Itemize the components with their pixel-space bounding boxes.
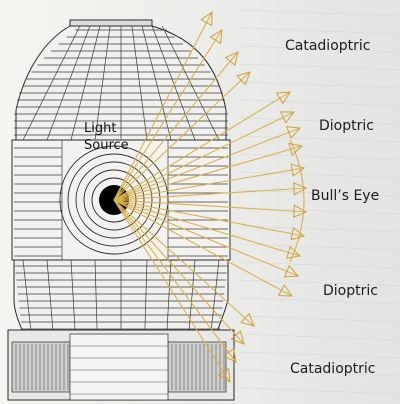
light-ray [113,11,213,201]
paper-line [239,351,400,359]
paper-line [239,261,400,269]
ray-arrowhead [286,245,302,259]
light-ray [113,199,237,363]
paper-line [239,369,400,377]
wavefront-curve [289,139,305,263]
panel-divider [46,259,54,331]
ray-arrowhead [230,330,245,345]
ray-arrowhead [279,111,296,124]
panel-divider [151,25,196,141]
ray-arrowhead [240,312,255,327]
panel-divider [210,259,220,331]
ray-arrowhead [200,11,213,27]
panel-divider [70,259,76,331]
panel-divider [131,25,148,141]
grille-lines [15,344,225,395]
light-ray [113,51,239,201]
panel-divider [22,259,32,331]
paper-line [239,9,400,17]
light-source-line1: Light [84,121,117,136]
ray-arrowhead [290,226,306,241]
ray-arrowheads [200,11,308,383]
light-source-line2: Source [84,138,129,153]
panel-divider [94,259,98,331]
light-ray [113,71,251,201]
paper-line [239,153,400,161]
bulls-eye-rings [59,145,169,255]
ray-arrowhead [283,264,300,278]
light-ray [113,145,303,201]
label-bulls-eye: Bull’s Eye [311,188,380,204]
ray-arrowhead [223,347,237,363]
panel-divider [141,25,172,141]
ray-arrowhead [209,29,223,45]
pedestal-grilles [11,333,227,401]
label-catadioptric-bottom: Catadioptric [290,361,376,377]
light-ray [113,199,245,345]
ray-arrowhead [293,181,308,196]
panel-divider [70,25,101,141]
ray-arrowhead [293,204,308,219]
paper-line [239,117,400,125]
light-ray [113,187,307,201]
ray-arrowhead [275,91,291,105]
ray-arrowhead [288,142,304,156]
label-dioptric-top: Dioptric [319,118,374,134]
panel-divider [166,259,172,331]
light-ray [113,111,295,201]
ray-arrowhead [224,51,239,66]
light-rays [113,11,307,383]
paper-line [239,27,400,35]
panel-divider [94,25,111,141]
light-source-label: Light Source [84,120,144,154]
paper-line [239,135,400,143]
light-ray [113,199,299,277]
ray-arrowhead [217,367,231,383]
light-ray [113,199,293,297]
paper-line [239,297,400,305]
panel-divider [161,25,220,141]
paper-line [239,63,400,71]
light-ray [113,199,301,257]
panel-divider [144,259,148,331]
ray-arrowhead [285,126,302,139]
panel-divider [22,25,81,141]
light-ray [113,167,305,201]
ray-arrowhead [277,284,293,297]
label-catadioptric-top: Catadioptric [285,38,371,54]
paper-line [239,243,400,251]
paper-line [239,279,400,287]
light-ray [113,91,291,201]
paper-line [239,333,400,341]
lens-panel-dividers [22,25,220,331]
panel-divider [46,25,91,141]
light-ray [113,199,231,383]
light-ray [113,29,223,201]
ray-arrowhead [290,163,306,177]
paper-line [239,81,400,89]
paper-line [239,387,400,395]
paper-line [239,171,400,179]
paper-line [239,315,400,323]
light-ray [113,127,301,201]
paper-line [239,45,400,53]
light-ray [113,199,305,237]
light-ray [113,199,255,327]
paper-line [239,99,400,107]
paper-line [239,225,400,233]
ray-arrowhead [236,71,251,86]
light-ray [113,199,307,213]
label-dioptric-bottom: Dioptric [323,283,378,299]
